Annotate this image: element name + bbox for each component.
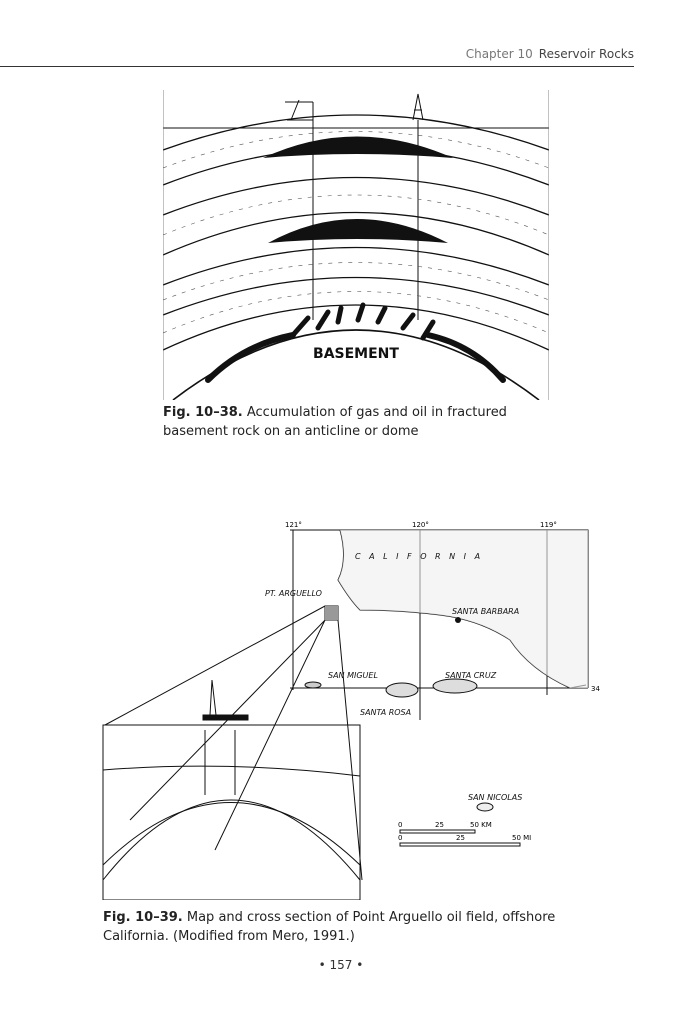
- label-santa-rosa: SANTA ROSA: [360, 708, 411, 717]
- label-santa-cruz: SANTA CRUZ: [445, 671, 497, 680]
- latitude-34: 34°: [591, 685, 600, 693]
- field-location-hatch: [325, 606, 338, 620]
- svg-text:0: 0: [398, 834, 402, 842]
- longitude-120: 120°: [412, 521, 429, 529]
- basement-label: BASEMENT: [313, 346, 399, 362]
- anticline-figure: BASEMENT: [163, 90, 549, 400]
- oil-accumulation: [268, 219, 448, 243]
- caption-text: Accumulation of gas and oil in fractured…: [163, 405, 507, 439]
- svg-text:0: 0: [398, 821, 402, 829]
- svg-text:50 KM: 50 KM: [470, 821, 492, 829]
- pumpjack-icon: [285, 99, 314, 121]
- svg-text:25: 25: [435, 821, 444, 829]
- derrick-icon: [412, 93, 424, 121]
- caption-text: Map and cross section of Point Arguello …: [103, 910, 556, 944]
- label-san-nicolas: SAN NICOLAS: [468, 793, 522, 802]
- fracture-marks: [205, 302, 506, 383]
- label-pt-arguello: PT. ARGUELLO: [265, 589, 322, 598]
- offshore-platform-icon: [202, 679, 249, 721]
- svg-text:25: 25: [456, 834, 465, 842]
- figure-caption-10-39: Fig. 10–39. Map and cross section of Poi…: [103, 908, 623, 946]
- point-arguello-map: 121° 120° 119° 34° C A L I F O R N I A P…: [102, 521, 600, 900]
- svg-text:50 MI: 50 MI: [512, 834, 531, 842]
- scale-bar: 0 25 50 KM 0 25 50 MI: [398, 821, 531, 847]
- label-san-miguel: SAN MIGUEL: [328, 671, 378, 680]
- caption-number: Fig. 10–38.: [163, 405, 243, 420]
- label-santa-barbara: SANTA BARBARA: [452, 607, 519, 616]
- gas-accumulation: [263, 136, 453, 158]
- figure-caption-10-38: Fig. 10–38. Accumulation of gas and oil …: [163, 403, 563, 441]
- chapter-title: Reservoir Rocks: [538, 47, 634, 61]
- label-california: C A L I F O R N I A: [355, 552, 483, 561]
- longitude-119: 119°: [540, 521, 557, 529]
- running-header: Chapter 10 Reservoir Rocks: [466, 47, 634, 61]
- caption-number: Fig. 10–39.: [103, 910, 183, 925]
- longitude-121: 121°: [285, 521, 302, 529]
- page-number: • 157 •: [318, 958, 364, 972]
- chapter-number: Chapter 10: [465, 47, 533, 61]
- header-rule: [0, 66, 634, 67]
